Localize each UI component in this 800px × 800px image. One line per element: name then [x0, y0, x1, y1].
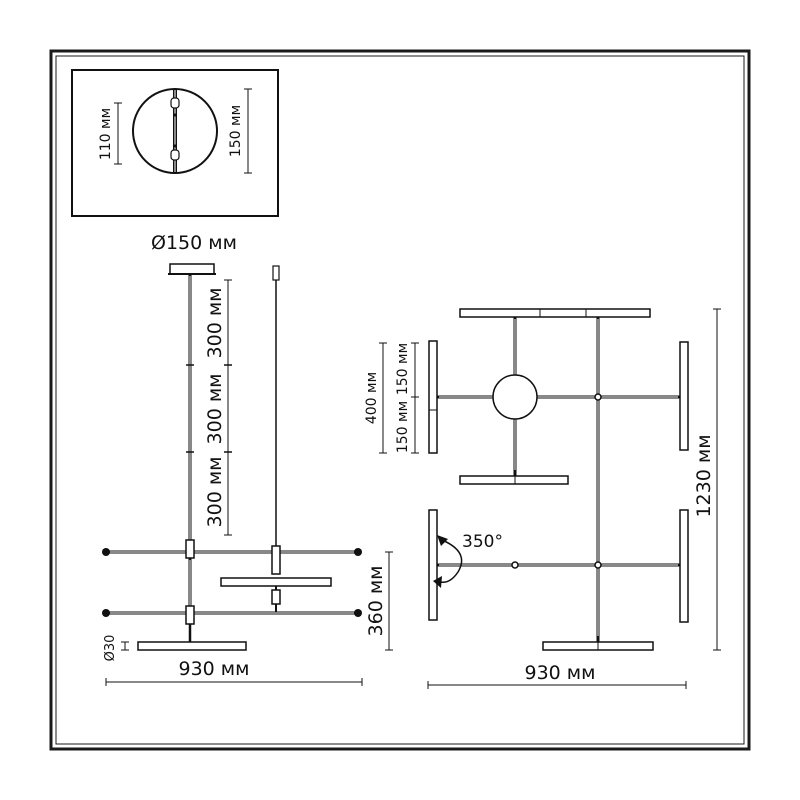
side-view: 300 мм 300 мм 300 мм Ø150 мм 360 мм — [102, 232, 393, 686]
rod-segment-label: 300 мм — [204, 288, 226, 359]
top-canopy — [492, 374, 538, 420]
arm-length-label: 400 мм — [364, 372, 380, 424]
side-height-label: 360 мм — [365, 566, 387, 637]
mounting-plate-inset: 110 мм 150 мм — [71, 69, 279, 217]
bar-diameter-label: Ø30 — [103, 635, 118, 662]
arm-half-label: 150 мм — [395, 401, 411, 453]
rod-segment-label: 300 мм — [204, 457, 226, 528]
top-length-label: 1230 мм — [693, 434, 715, 517]
rotation-label: 350° — [462, 532, 503, 552]
top-width-label: 930 мм — [525, 662, 596, 684]
arm-half-label: 150 мм — [395, 343, 411, 395]
drawing-frame — [49, 49, 751, 751]
mount-150-label: 150 мм — [228, 105, 244, 157]
canopy — [169, 263, 215, 275]
mount-110-label: 110 мм — [98, 108, 114, 160]
rod-segment-label: 300 мм — [204, 374, 226, 445]
top-view: 350° 400 мм 150 мм 150 мм 1230 мм 930 мм — [364, 308, 721, 689]
side-width-label: 930 мм — [179, 658, 250, 680]
canopy-diameter-label: Ø150 мм — [151, 232, 237, 254]
